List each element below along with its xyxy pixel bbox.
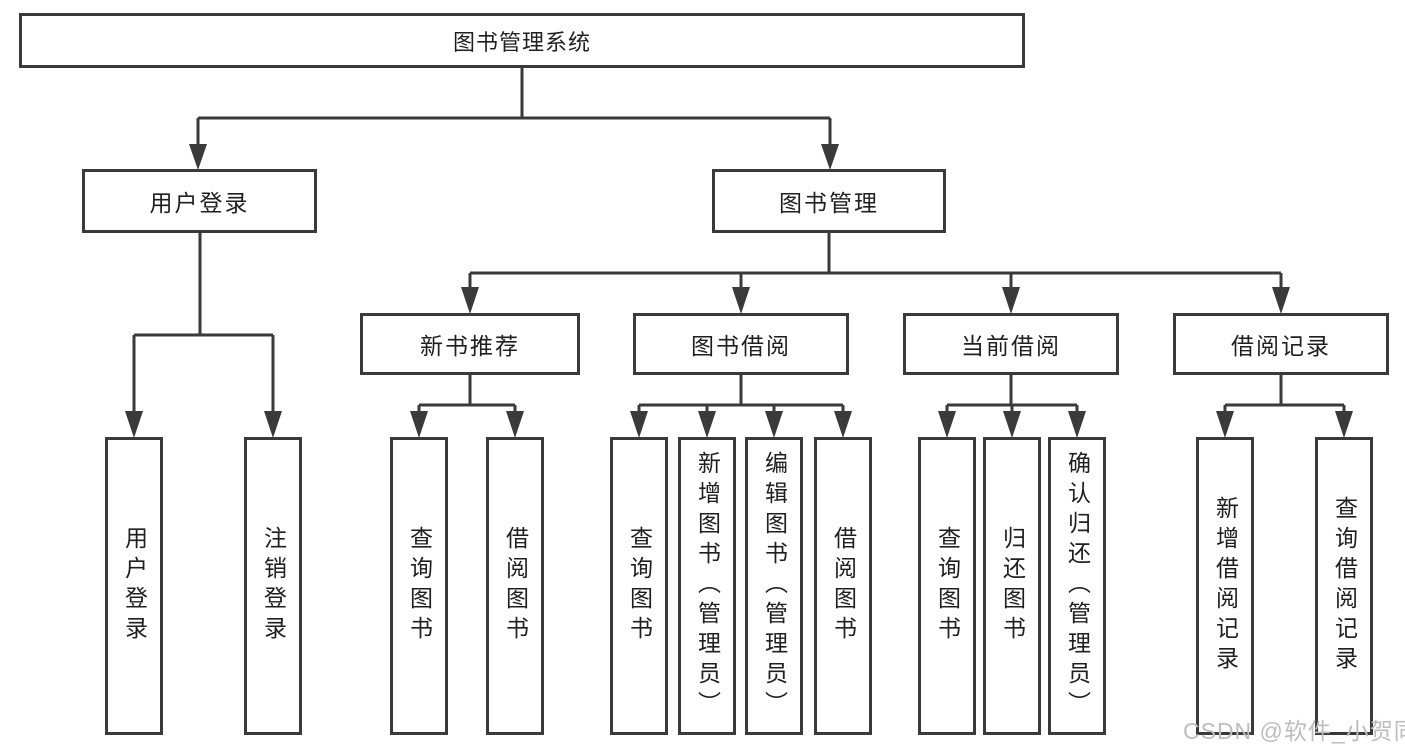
node-label: 新增图书（管理员） [694, 451, 721, 721]
leaf-cb-query-books: 查询图书 [918, 437, 976, 735]
node-borrow-records: 借阅记录 [1173, 313, 1389, 375]
arrowhead [125, 411, 143, 438]
arrowhead [461, 287, 479, 314]
node-label: 图书管理系统 [452, 29, 591, 55]
leaf-bb-query-books: 查询图书 [610, 437, 668, 735]
leaf-bb-edit-books-admin: 编辑图书（管理员） [745, 437, 803, 735]
node-book-management: 图书管理 [712, 169, 946, 233]
arrowhead [1216, 411, 1234, 438]
node-label: 当前借阅 [961, 333, 1061, 359]
arrowhead [1272, 287, 1290, 314]
arrowhead [506, 411, 524, 438]
arrowhead [765, 411, 783, 438]
arrowhead [630, 411, 648, 438]
arrowhead [834, 411, 852, 438]
leaf-bb-add-books-admin: 新增图书（管理员） [678, 437, 736, 735]
node-label: 新书推荐 [420, 333, 520, 359]
node-label: 查询图书 [934, 526, 961, 646]
node-label: 归还图书 [999, 526, 1026, 646]
node-label: 查询图书 [626, 526, 653, 646]
node-user-login: 用户登录 [82, 169, 317, 233]
watermark-text: CSDN @软件_小贺同学 [1183, 718, 1405, 744]
arrowhead [732, 287, 750, 314]
node-label: 用户登录 [121, 526, 148, 646]
node-label: 图书管理 [779, 190, 879, 216]
arrowhead [821, 144, 839, 170]
leaf-logout: 注销登录 [244, 437, 302, 735]
arrowhead [1335, 411, 1353, 438]
arrowhead [938, 411, 956, 438]
node-label: 图书借阅 [691, 333, 791, 359]
node-new-book-recommend: 新书推荐 [360, 313, 580, 375]
node-label: 新增借阅记录 [1212, 496, 1239, 676]
arrowhead [1003, 411, 1021, 438]
node-label: 借阅图书 [830, 526, 857, 646]
node-root: 图书管理系统 [19, 13, 1025, 68]
leaf-br-query-record: 查询借阅记录 [1315, 437, 1373, 735]
node-label: 查询图书 [406, 526, 433, 646]
arrowhead [264, 411, 282, 438]
node-label: 借阅记录 [1231, 333, 1331, 359]
leaf-br-add-record: 新增借阅记录 [1196, 437, 1254, 735]
arrowhead [189, 144, 207, 170]
node-current-borrow: 当前借阅 [903, 313, 1119, 375]
node-label: 借阅图书 [502, 526, 529, 646]
node-book-borrow: 图书借阅 [633, 313, 849, 375]
node-label: 注销登录 [260, 526, 287, 646]
arrowhead [410, 411, 428, 438]
leaf-cb-return-books: 归还图书 [983, 437, 1041, 735]
leaf-nb-borrow-books: 借阅图书 [486, 437, 544, 735]
node-label: 确认归还（管理员） [1064, 451, 1091, 721]
node-label: 查询借阅记录 [1331, 496, 1358, 676]
leaf-cb-confirm-return-admin: 确认归还（管理员） [1048, 437, 1106, 735]
node-label: 用户登录 [149, 190, 250, 216]
leaf-user-login: 用户登录 [105, 437, 163, 735]
arrowhead [1002, 287, 1020, 314]
arrowhead [698, 411, 716, 438]
leaf-nb-query-books: 查询图书 [390, 437, 448, 735]
arrowhead [1068, 411, 1086, 438]
leaf-bb-borrow-books: 借阅图书 [814, 437, 872, 735]
node-label: 编辑图书（管理员） [761, 451, 788, 721]
